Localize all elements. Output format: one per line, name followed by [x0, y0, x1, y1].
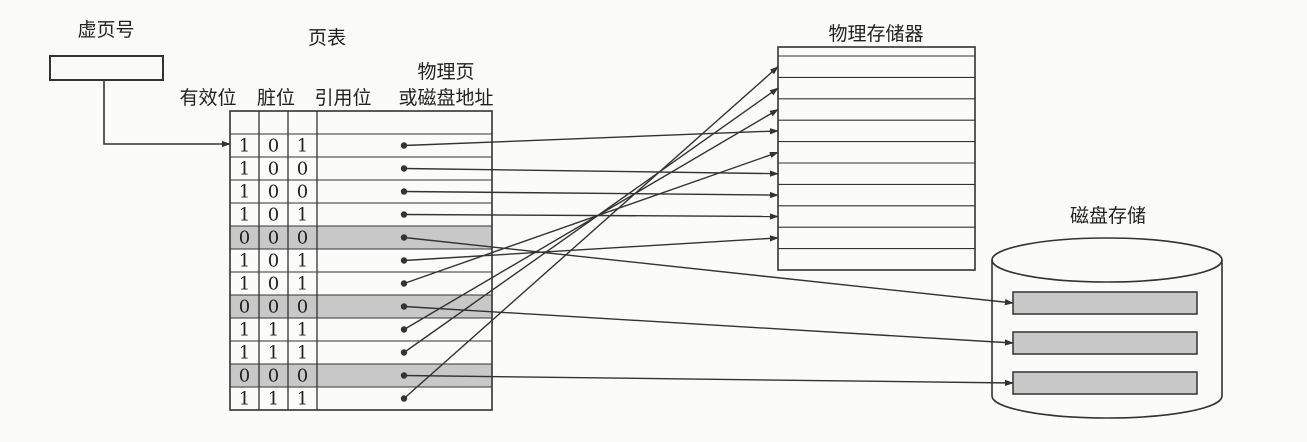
- arrow-to-memory: [403, 213, 779, 220]
- col-header-ref: 引用位: [314, 87, 371, 109]
- arrow-to-memory: [403, 66, 779, 400]
- valid-bit: 1: [239, 251, 250, 272]
- dirty-bit: 1: [268, 343, 279, 364]
- ref-bit: 1: [297, 205, 308, 226]
- virtual-page-number-label: 虚页号: [77, 19, 134, 41]
- ref-bit: 1: [297, 343, 308, 364]
- ref-bit: 1: [297, 320, 308, 341]
- arrow-to-memory: [403, 128, 779, 147]
- ref-bit: 0: [297, 228, 308, 249]
- arrow-to-disk: [403, 305, 1014, 346]
- valid-bit: 1: [239, 389, 250, 410]
- disk-cylinder-body: [991, 260, 1223, 419]
- physical-memory: [777, 46, 976, 271]
- arrow-to-memory: [403, 87, 779, 354]
- virtual-page-index-arrow: [103, 80, 231, 148]
- valid-bit: 0: [239, 297, 250, 318]
- valid-bit: 1: [239, 136, 250, 157]
- arrow-to-memory: [403, 167, 779, 177]
- physical-memory-frame: [777, 46, 976, 271]
- arrow-to-disk: [403, 374, 1014, 387]
- col-header-addr-line2: 或磁盘地址: [398, 87, 493, 109]
- ref-bit: 0: [297, 297, 308, 318]
- disk-block: [1012, 331, 1198, 355]
- invalid-row-shade: [230, 364, 492, 387]
- dirty-bit: 0: [268, 136, 279, 157]
- valid-bit: 1: [239, 274, 250, 295]
- dirty-bit: 0: [268, 366, 279, 387]
- dirty-bit: 1: [268, 320, 279, 341]
- col-header-addr-line1: 物理页: [417, 61, 474, 83]
- page-table-frame: [229, 110, 493, 411]
- dirty-bit: 0: [268, 205, 279, 226]
- ref-bit: 0: [297, 159, 308, 180]
- ref-bit: 1: [297, 251, 308, 272]
- invalid-row-shade: [230, 226, 492, 249]
- mapping-arrows: [403, 66, 1014, 400]
- dirty-bit: 1: [268, 389, 279, 410]
- ref-bit: 0: [297, 182, 308, 203]
- ref-bit: 1: [297, 136, 308, 157]
- dirty-bit: 0: [268, 159, 279, 180]
- arrow-to-memory: [403, 235, 779, 262]
- col-header-dirty: 脏位: [257, 87, 295, 109]
- page-table-title: 页表: [308, 27, 346, 49]
- valid-bit: 1: [239, 343, 250, 364]
- virtual-page-number-box: [49, 55, 164, 81]
- arrow-to-memory: [403, 190, 779, 199]
- valid-bit: 1: [239, 320, 250, 341]
- dirty-bit: 0: [268, 182, 279, 203]
- disk-block: [1012, 371, 1198, 395]
- valid-bit: 1: [239, 182, 250, 203]
- valid-bit: 0: [239, 366, 250, 387]
- dirty-bit: 0: [268, 274, 279, 295]
- physical-memory-title: 物理存储器: [828, 23, 923, 45]
- ref-bit: 1: [297, 274, 308, 295]
- valid-bit: 1: [239, 159, 250, 180]
- valid-bit: 1: [239, 205, 250, 226]
- ref-bit: 0: [297, 366, 308, 387]
- disk-block: [1012, 291, 1198, 315]
- dirty-bit: 0: [268, 297, 279, 318]
- valid-bit: 0: [239, 228, 250, 249]
- disk-cylinder-top: [991, 237, 1223, 283]
- dirty-bit: 0: [268, 251, 279, 272]
- arrow-to-memory: [403, 151, 779, 285]
- dirty-bit: 0: [268, 228, 279, 249]
- invalid-row-shade: [230, 295, 492, 318]
- ref-bit: 1: [297, 389, 308, 410]
- disk-storage-title: 磁盘存储: [1070, 205, 1146, 227]
- col-header-valid: 有效位: [179, 87, 236, 109]
- disk-storage: [991, 237, 1223, 419]
